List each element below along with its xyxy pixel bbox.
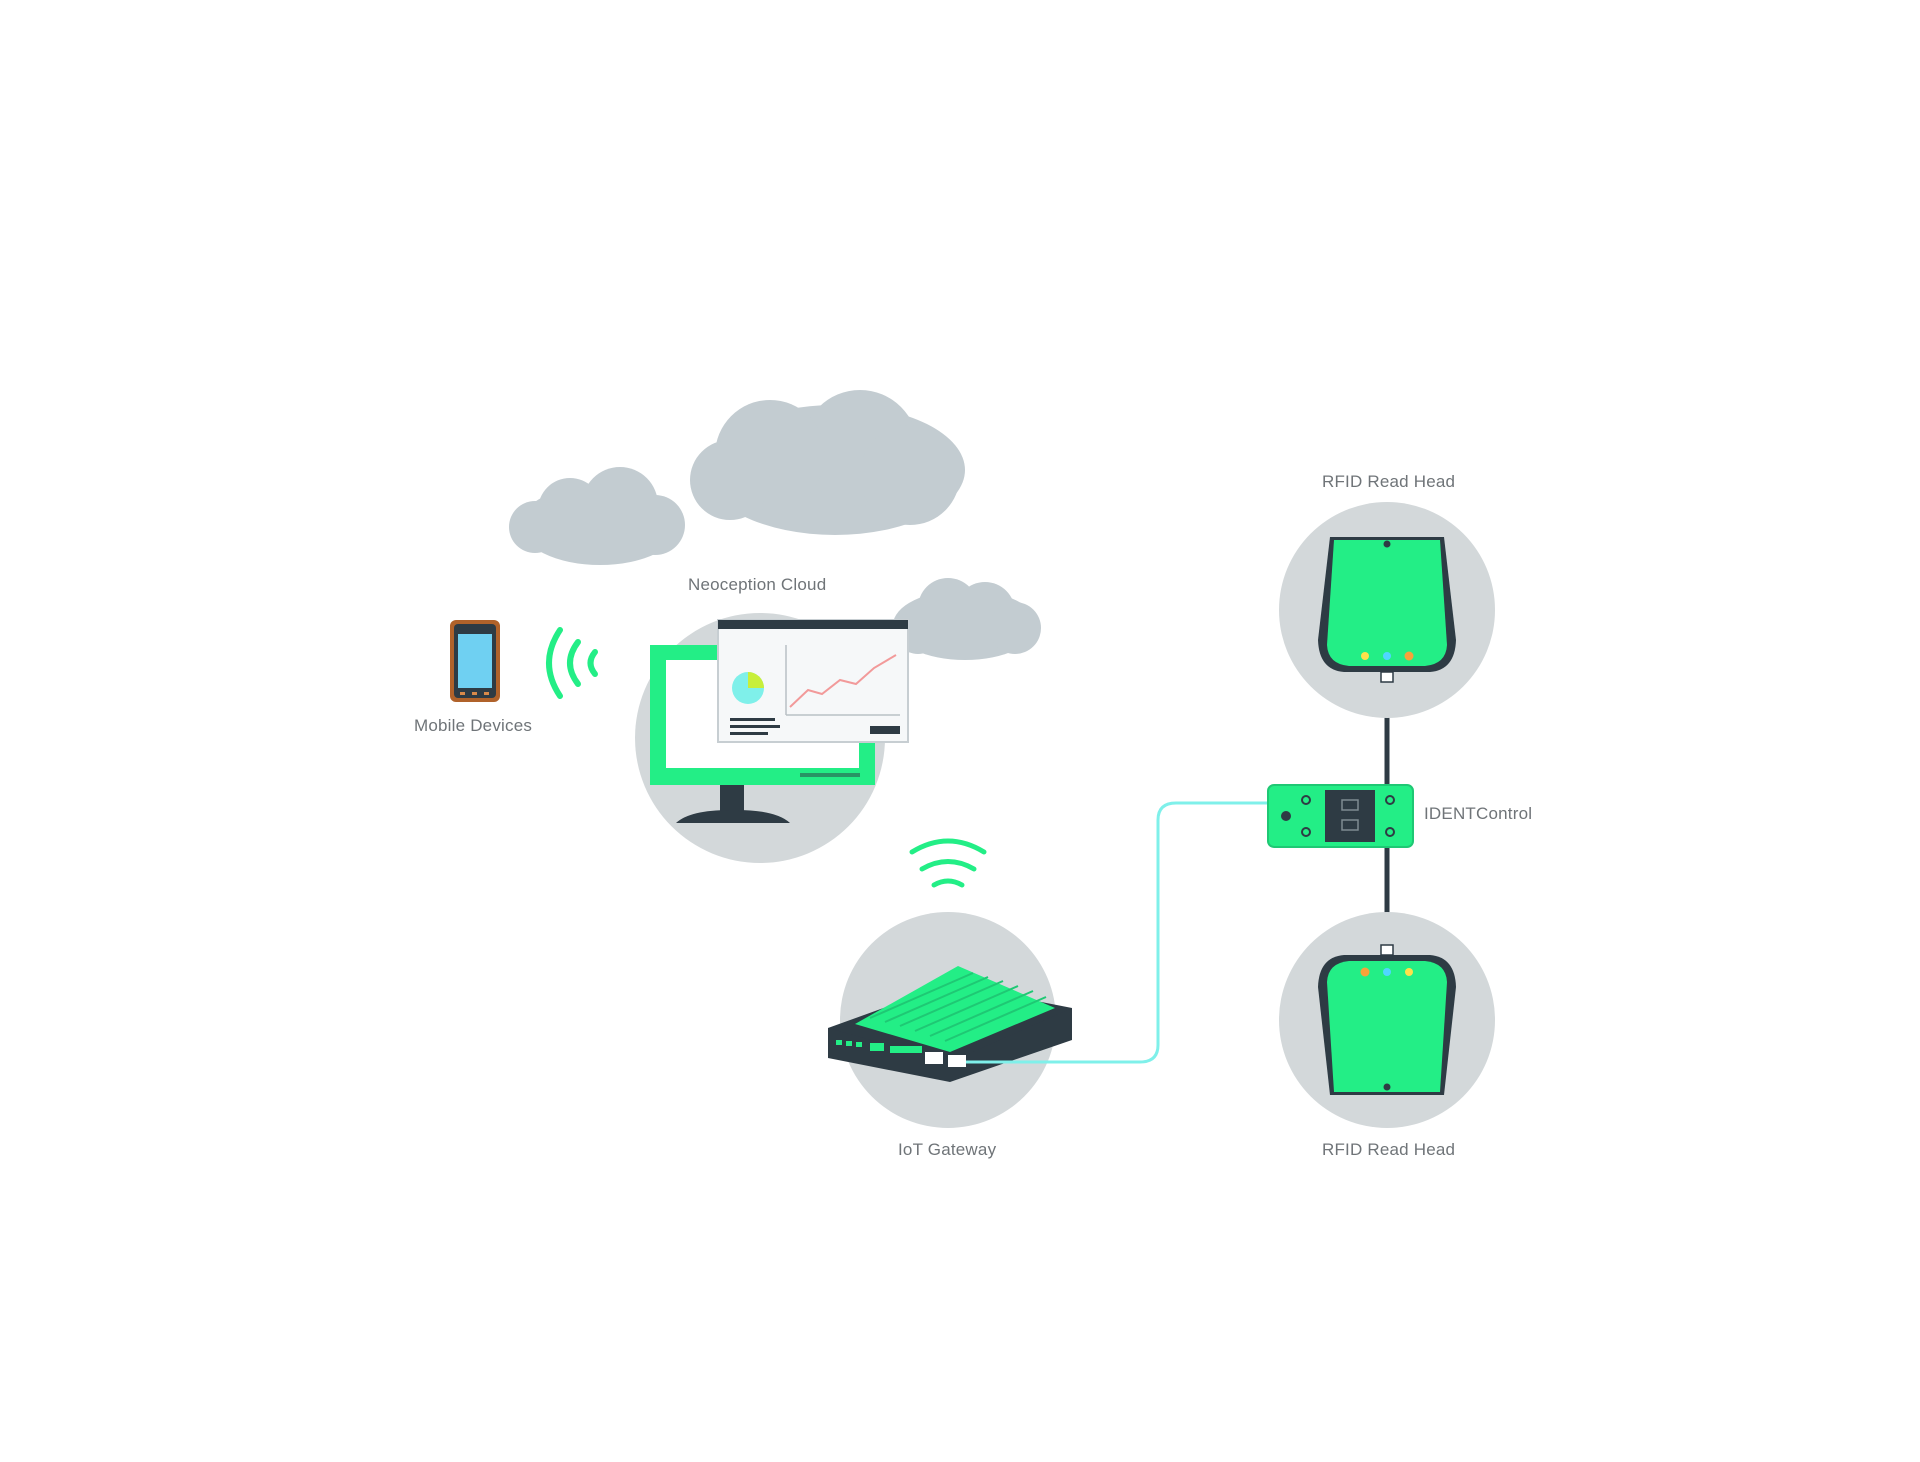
label-rfid-read-head-top: RFID Read Head: [1322, 472, 1456, 491]
label-iot-gateway: IoT Gateway: [898, 1140, 997, 1159]
cable-gateway-to-identcontrol: [966, 801, 1280, 1064]
cloud-small-right: [893, 578, 1041, 660]
iot-gateway-icon: [828, 966, 1072, 1082]
label-neoception-cloud: Neoception Cloud: [688, 575, 827, 594]
identcontrol-icon: [1267, 784, 1414, 848]
cloud-large: [690, 390, 965, 535]
wifi-signal-gateway-icon: [909, 838, 987, 888]
label-mobile-devices: Mobile Devices: [414, 716, 533, 735]
rfid-read-head-bottom-icon: [1318, 944, 1456, 1095]
mobile-device-icon: [450, 620, 500, 702]
rfid-read-head-top-icon: [1318, 537, 1456, 683]
dashboard-window-icon: [717, 619, 909, 743]
wifi-signal-mobile-icon: [546, 627, 598, 699]
label-identcontrol: IDENTControl: [1424, 804, 1533, 823]
label-rfid-read-head-bottom: RFID Read Head: [1322, 1140, 1456, 1159]
cloud-small-left: [509, 467, 685, 565]
